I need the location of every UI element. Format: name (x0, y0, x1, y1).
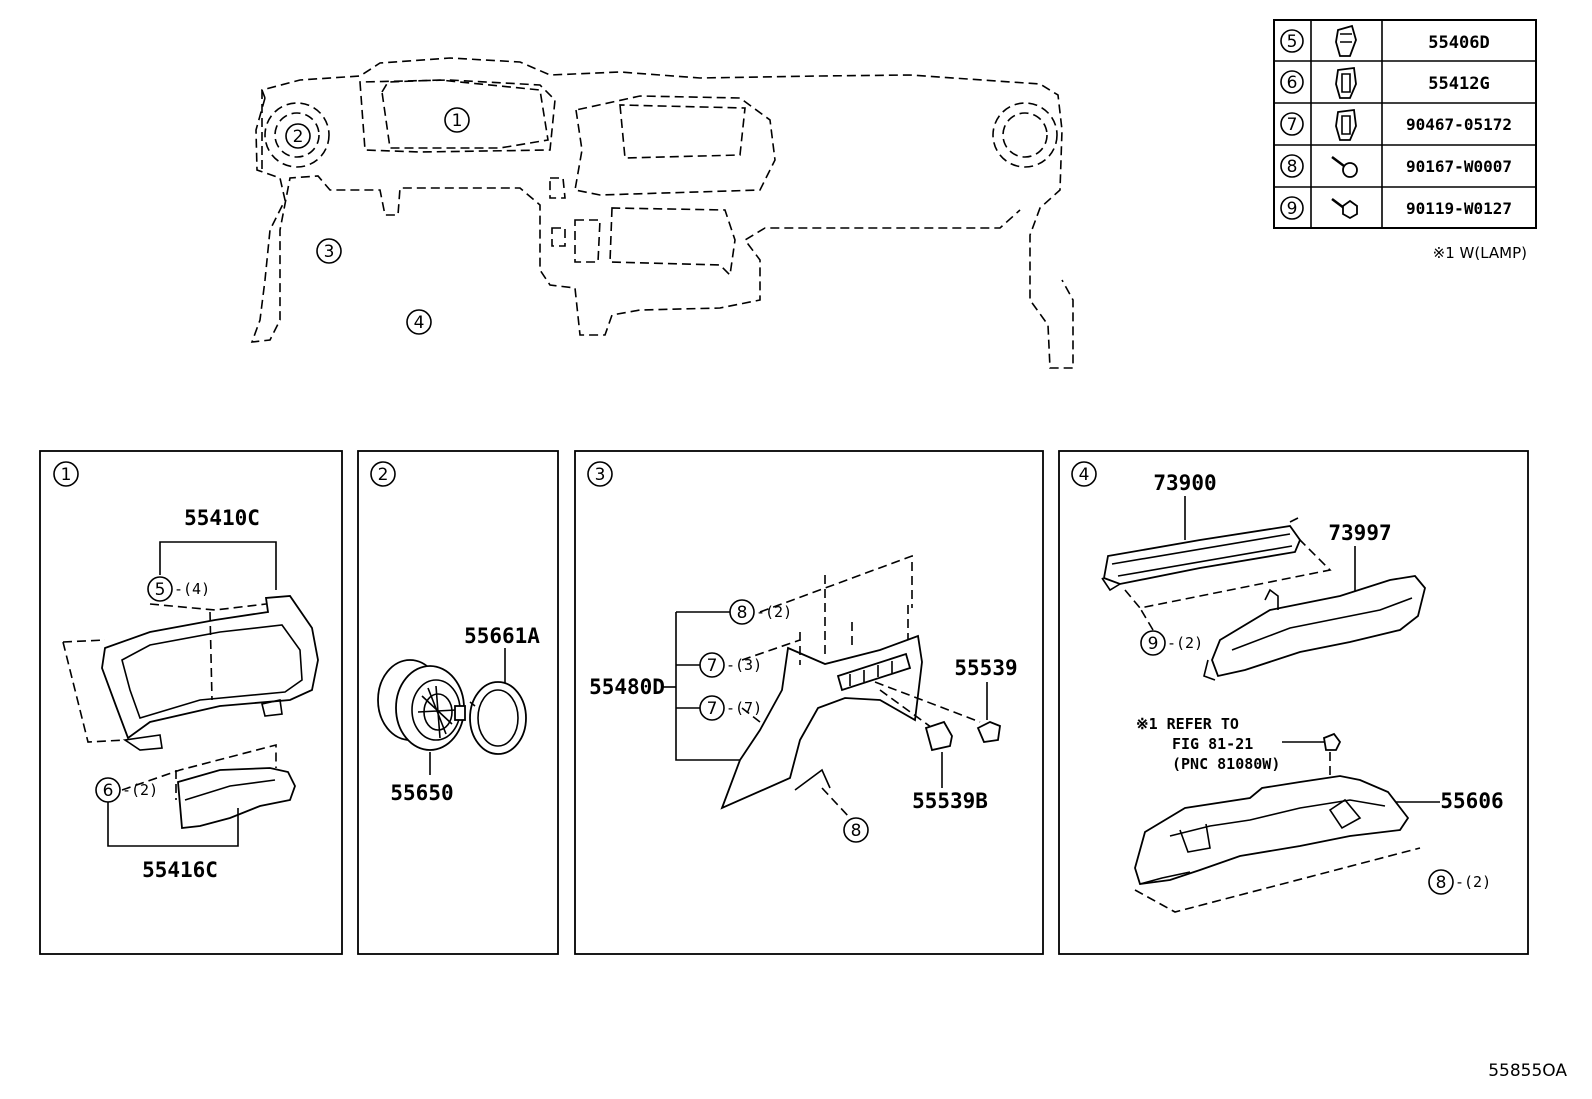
legend-row: 7 90467-05172 (1280, 108, 1512, 141)
glove-box-part-73900 (1101, 517, 1302, 592)
dashboard-overview (250, 57, 1074, 369)
figure-code: 55855OA (1488, 1061, 1567, 1081)
part-55410C-label: 55410C (184, 506, 260, 530)
part-55539B-label: 55539B (912, 789, 988, 813)
clip-icon (1335, 108, 1357, 141)
screw-icon (1331, 156, 1358, 178)
screw-8-quantity-panel4: -(2) (1455, 873, 1491, 891)
clip-7-quantity-b: -(7) (726, 699, 762, 717)
svg-text:7: 7 (707, 656, 718, 676)
legend-row: 5 55406D (1280, 24, 1490, 57)
legend-part-number: 90167-W0007 (1406, 157, 1512, 176)
overview-label-2: 2 (293, 127, 304, 147)
panel-4-glove-box: 4 73900 73997 9 -(2) ※1 REFER TO FIG 81-… (1058, 450, 1529, 955)
clip-5-quantity: -(4) (174, 580, 210, 598)
bolt-9-quantity: -(2) (1167, 634, 1203, 652)
svg-text:6: 6 (103, 781, 114, 801)
svg-text:8: 8 (1287, 157, 1298, 177)
overview-label-4: 4 (414, 313, 425, 333)
panel-2-number: 2 (378, 465, 389, 485)
vent-ring-part (469, 681, 527, 755)
svg-text:9: 9 (1287, 199, 1298, 219)
clip-7-quantity-a: -(3) (726, 656, 762, 674)
vent-assembly-part (377, 659, 466, 751)
panel-4-number: 4 (1079, 465, 1090, 485)
svg-text:5: 5 (1287, 32, 1298, 52)
lower-box-part-55606 (1134, 775, 1410, 885)
svg-text:7: 7 (1287, 115, 1298, 135)
clip-6-quantity: -(2) (122, 781, 158, 799)
meter-hood-part (101, 595, 319, 740)
refer-note-line2: FIG 81-21 (1172, 735, 1253, 753)
panel-2-vent: 2 55661A 55650 (357, 450, 559, 955)
part-55480D-label: 55480D (589, 675, 665, 699)
part-55539-label: 55539 (954, 656, 1017, 680)
panel-1-number: 1 (61, 465, 72, 485)
overview-callouts: 1 2 3 4 (285, 107, 470, 335)
switch-55539B-part (924, 720, 953, 788)
part-73900-label: 73900 (1153, 471, 1216, 495)
panel-3-lower-panel: 3 55480D 8 -(2) 7 -(3) 7 -(7) 55539 (574, 450, 1044, 955)
part-55650-label: 55650 (390, 781, 453, 805)
fastener-legend-table: 5 55406D 6 55412G 7 90467-05172 8 (1273, 19, 1537, 229)
part-55606-label: 55606 (1440, 789, 1503, 813)
screw-8-quantity: -(2) (756, 603, 792, 621)
panel-1-meter-hood: 1 55410C 5 -(4) 6 -(2) 55416C (39, 450, 343, 955)
bolt-icon (1331, 198, 1358, 220)
refer-note-line1: ※1 REFER TO (1136, 715, 1239, 733)
glove-box-part-73997 (1203, 575, 1426, 681)
svg-text:6: 6 (1287, 73, 1298, 93)
svg-text:8: 8 (851, 821, 862, 841)
svg-text:5: 5 (155, 580, 166, 600)
legend-row: 9 90119-W0127 (1280, 196, 1512, 220)
part-55416C-label: 55416C (142, 858, 218, 882)
legend-row: 6 55412G (1280, 66, 1490, 99)
legend-part-number: 55412G (1428, 74, 1489, 94)
part-55661A-label: 55661A (464, 624, 540, 648)
svg-text:9: 9 (1148, 634, 1159, 654)
lamp-note: ※1 W(LAMP) (1433, 244, 1527, 262)
legend-part-number: 90467-05172 (1406, 115, 1512, 134)
part-73997-label: 73997 (1328, 521, 1391, 545)
overview-label-3: 3 (324, 242, 335, 262)
switch-55539-part (976, 682, 1001, 743)
legend-part-number: 90119-W0127 (1406, 199, 1512, 218)
refer-note-line3: (PNC 81080W) (1172, 755, 1280, 773)
legend-row: 8 90167-W0007 (1280, 154, 1512, 178)
lower-cover-part (177, 767, 296, 829)
panel-3-number: 3 (595, 465, 606, 485)
overview-label-1: 1 (452, 111, 463, 131)
svg-text:8: 8 (737, 603, 748, 623)
clip-icon (1335, 66, 1357, 99)
legend-part-number: 55406D (1428, 33, 1489, 53)
svg-text:8: 8 (1436, 873, 1447, 893)
lamp-part (1322, 732, 1342, 751)
svg-text:7: 7 (707, 699, 718, 719)
